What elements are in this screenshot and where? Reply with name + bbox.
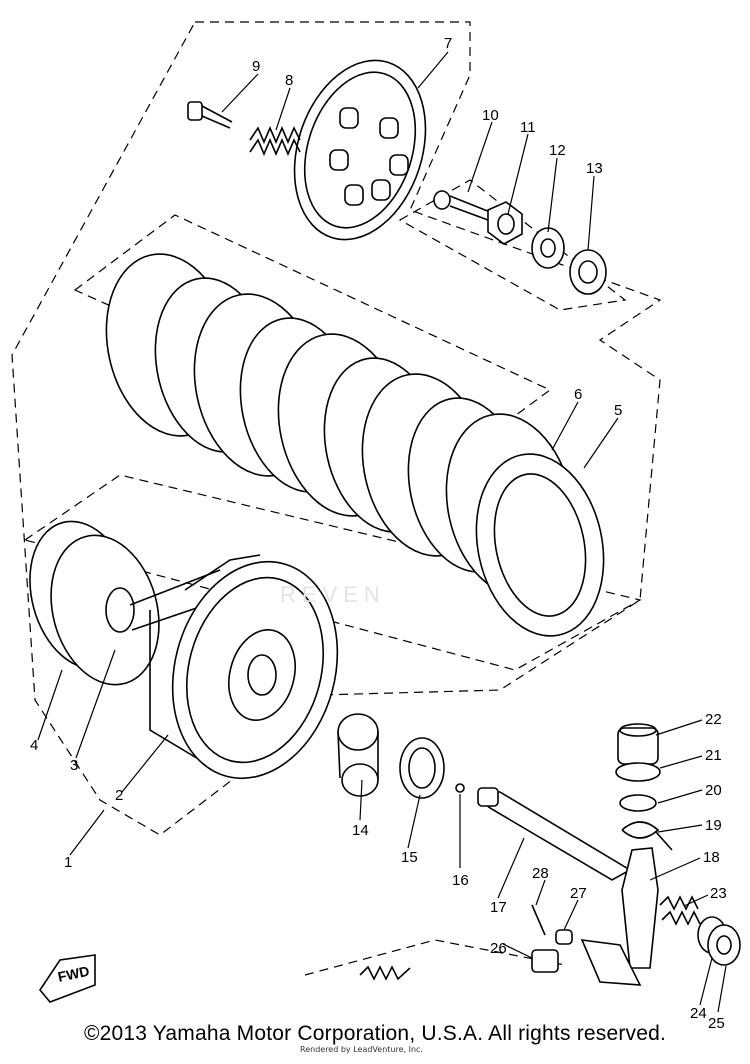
callout-1: 1 [64, 854, 72, 871]
callout-27: 27 [570, 885, 587, 902]
callout-22: 22 [705, 711, 722, 728]
callout-4: 4 [30, 737, 38, 754]
watermark: REVEN [280, 582, 386, 607]
fwd-label: FWD [56, 963, 91, 985]
callout-10: 10 [482, 107, 499, 124]
callout-2: 2 [115, 787, 123, 804]
callout-14: 14 [352, 822, 369, 839]
clutch-plate-stack [105, 253, 605, 637]
pressure-plate [293, 59, 427, 241]
callout-13: 13 [586, 160, 603, 177]
callout-16: 16 [452, 872, 469, 889]
push-rod [477, 787, 632, 881]
push-rod-nut-washers [433, 190, 607, 295]
spacer-washer-ball [337, 713, 465, 799]
callout-7: 7 [444, 35, 452, 52]
callout-23: 23 [710, 885, 727, 902]
callout-17: 17 [490, 899, 507, 916]
copyright-notice: ©2013 Yamaha Motor Corporation, U.S.A. A… [83, 1022, 667, 1045]
callout-18: 18 [703, 849, 720, 866]
callout-15: 15 [401, 849, 418, 866]
spring-and-bolt [187, 101, 301, 157]
fwd-direction-badge: FWD [39, 954, 96, 1003]
callout-8: 8 [285, 72, 293, 89]
rendered-by-credit: Rendered by LeadVenture, Inc. [300, 1045, 423, 1054]
callout-3: 3 [70, 757, 78, 774]
callout-20: 20 [705, 782, 722, 799]
leader-lines [37, 51, 727, 1013]
callout-5: 5 [614, 402, 622, 419]
adjust-screw-nut [359, 895, 741, 981]
callout-28: 28 [532, 865, 549, 882]
callout-26: 26 [490, 940, 507, 957]
push-lever-assembly [531, 723, 673, 986]
callout-12: 12 [549, 142, 566, 159]
callout-25: 25 [708, 1015, 725, 1032]
callout-24: 24 [690, 1005, 707, 1022]
primary-driven-gear [149, 554, 339, 780]
callout-9: 9 [252, 58, 260, 75]
clutch-boss [29, 520, 221, 686]
callout-21: 21 [705, 747, 722, 764]
callout-numbers: 1 2 3 4 5 6 7 8 9 10 11 12 13 14 15 16 1… [30, 35, 727, 1032]
callout-6: 6 [574, 386, 582, 403]
callout-11: 11 [520, 119, 536, 136]
callout-19: 19 [705, 817, 722, 834]
